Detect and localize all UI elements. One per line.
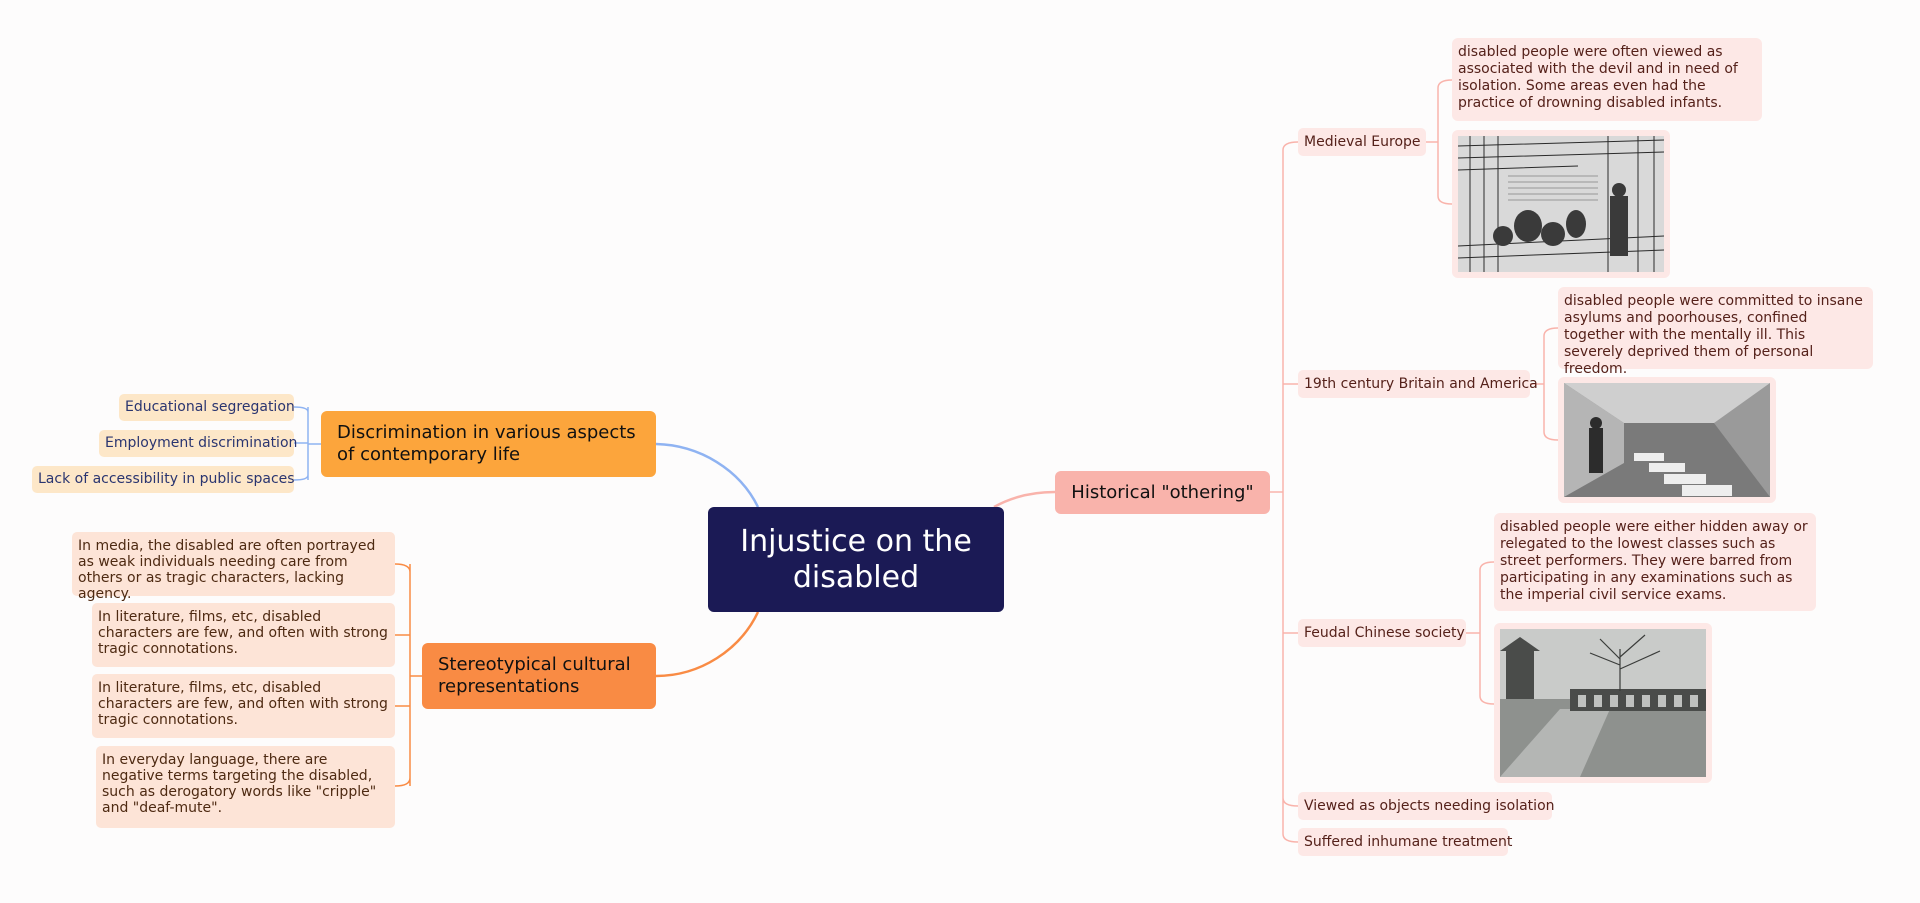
- topic-historical-label: Historical "othering": [1071, 481, 1254, 503]
- subtopic-viewed-as-objects[interactable]: Viewed as objects needing isolation: [1298, 792, 1555, 820]
- asylum-ward-image: [1564, 383, 1770, 497]
- topic-stereotypes[interactable]: Stereotypical cultural representations: [422, 643, 656, 709]
- subtopic-literature-films-duplicate[interactable]: In literature, films, etc, disabled char…: [92, 674, 395, 738]
- subtopic-literature-films[interactable]: In literature, films, etc, disabled char…: [92, 603, 395, 667]
- image-examination-halls[interactable]: [1494, 623, 1712, 783]
- note-medieval-europe[interactable]: disabled people were often viewed as ass…: [1452, 38, 1762, 121]
- examination-halls-image: [1500, 629, 1706, 777]
- image-asylum-ward[interactable]: [1558, 377, 1776, 503]
- topic-discrimination-label: Discrimination in various aspects of con…: [337, 422, 636, 465]
- central-topic[interactable]: Injustice on the disabled: [708, 507, 1004, 612]
- image-medieval-engraving[interactable]: [1452, 130, 1670, 278]
- subtopic-feudal-chinese[interactable]: Feudal Chinese society: [1298, 619, 1466, 647]
- central-topic-title: Injustice on the disabled: [740, 523, 972, 595]
- subtopic-19th-century[interactable]: 19th century Britain and America: [1298, 370, 1538, 398]
- note-feudal-chinese[interactable]: disabled people were either hidden away …: [1494, 513, 1816, 611]
- subtopic-media-portrayal[interactable]: In media, the disabled are often portray…: [72, 532, 395, 602]
- note-19th-century[interactable]: disabled people were committed to insane…: [1558, 287, 1873, 377]
- subtopic-medieval-europe[interactable]: Medieval Europe: [1298, 128, 1426, 156]
- subtopic-everyday-language[interactable]: In everyday language, there are negative…: [96, 746, 395, 828]
- topic-stereotypes-label: Stereotypical cultural representations: [438, 654, 631, 697]
- subtopic-inhumane-treatment[interactable]: Suffered inhumane treatment: [1298, 828, 1512, 856]
- subtopic-employment-discrimination[interactable]: Employment discrimination: [99, 430, 297, 457]
- subtopic-educational-segregation[interactable]: Educational segregation: [119, 394, 295, 421]
- topic-discrimination[interactable]: Discrimination in various aspects of con…: [321, 411, 656, 477]
- subtopic-accessibility[interactable]: Lack of accessibility in public spaces: [32, 466, 295, 493]
- topic-historical-othering[interactable]: Historical "othering": [1055, 471, 1270, 514]
- medieval-engraving-image: [1458, 136, 1664, 272]
